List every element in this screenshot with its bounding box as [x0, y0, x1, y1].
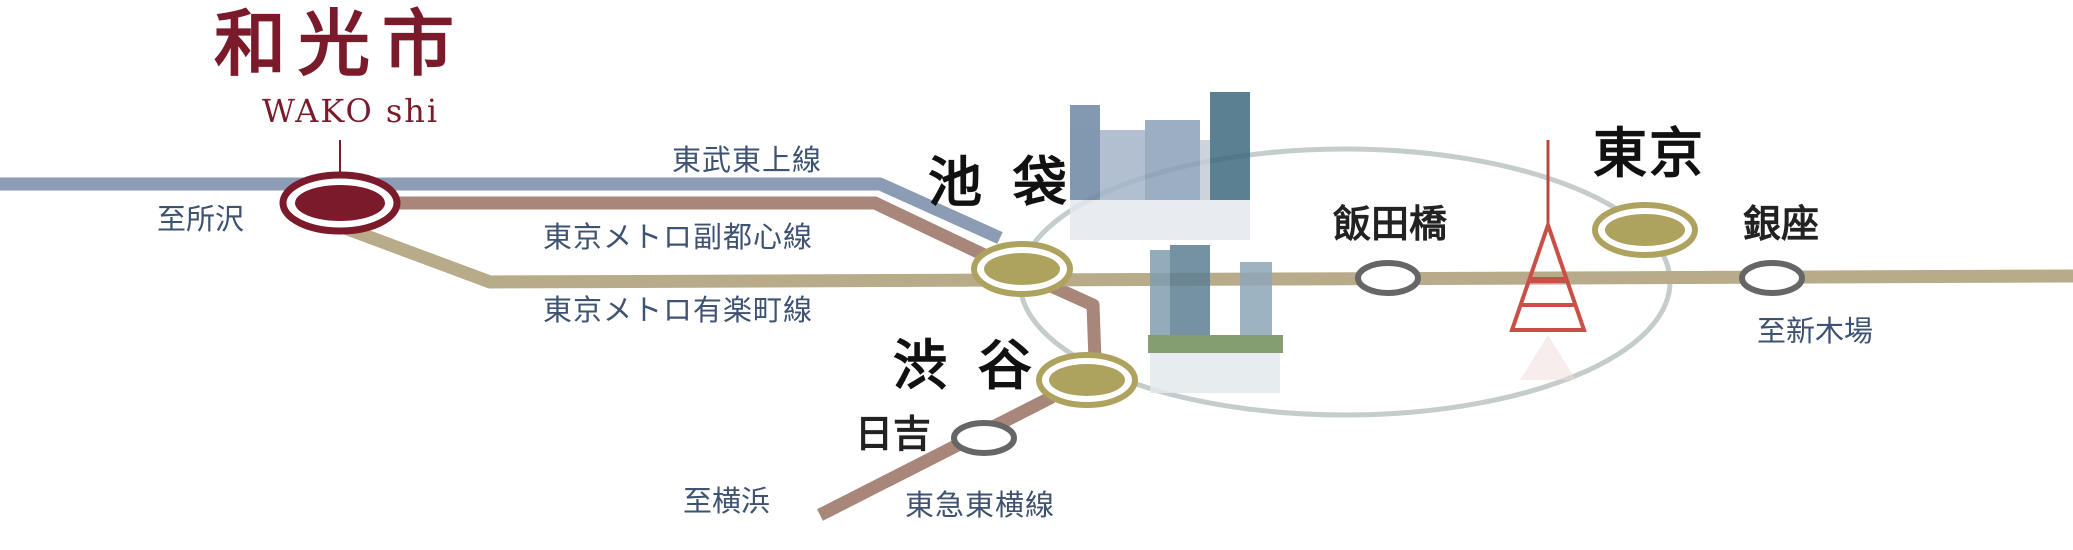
label-to-yokohama: 至横浜: [683, 484, 771, 518]
station-tokyo-fill: [1605, 214, 1685, 246]
label-hiyoshi: 日吉: [855, 412, 932, 456]
label-shibuya: 渋 谷: [893, 333, 1038, 397]
label-ginza: 銀座: [1743, 202, 1820, 246]
station-shibuya-fill: [1049, 364, 1125, 396]
building-cluster-icon: [1148, 245, 1283, 393]
label-ikebukuro: 池 袋: [928, 150, 1073, 214]
origin-title: 和光市: [214, 1, 467, 86]
label-yurakucho-line: 東京メトロ有楽町線: [543, 293, 814, 327]
station-wako-fill: [295, 185, 385, 221]
label-to-tokorozawa: 至所沢: [157, 202, 245, 236]
label-to-shinkiba: 至新木場: [1757, 314, 1874, 348]
label-iidabashi: 飯田橋: [1333, 202, 1448, 246]
label-tobu-line: 東武東上線: [672, 143, 823, 177]
station-ikebukuro-fill: [984, 253, 1060, 285]
tobu-tojo-line: [0, 177, 1003, 244]
label-toyoko-line: 東急東横線: [905, 488, 1056, 522]
station-ginza[interactable]: [1739, 260, 1805, 296]
label-fukutoshin-line: 東京メトロ副都心線: [543, 220, 814, 254]
station-hiyoshi[interactable]: [951, 420, 1017, 456]
origin-subtitle: WAKO shi: [262, 92, 440, 130]
building-cluster-icon: [1070, 92, 1250, 240]
station-iidabashi[interactable]: [1355, 260, 1421, 296]
tower-icon: [1509, 140, 1587, 380]
label-tokyo: 東京: [1593, 121, 1705, 185]
